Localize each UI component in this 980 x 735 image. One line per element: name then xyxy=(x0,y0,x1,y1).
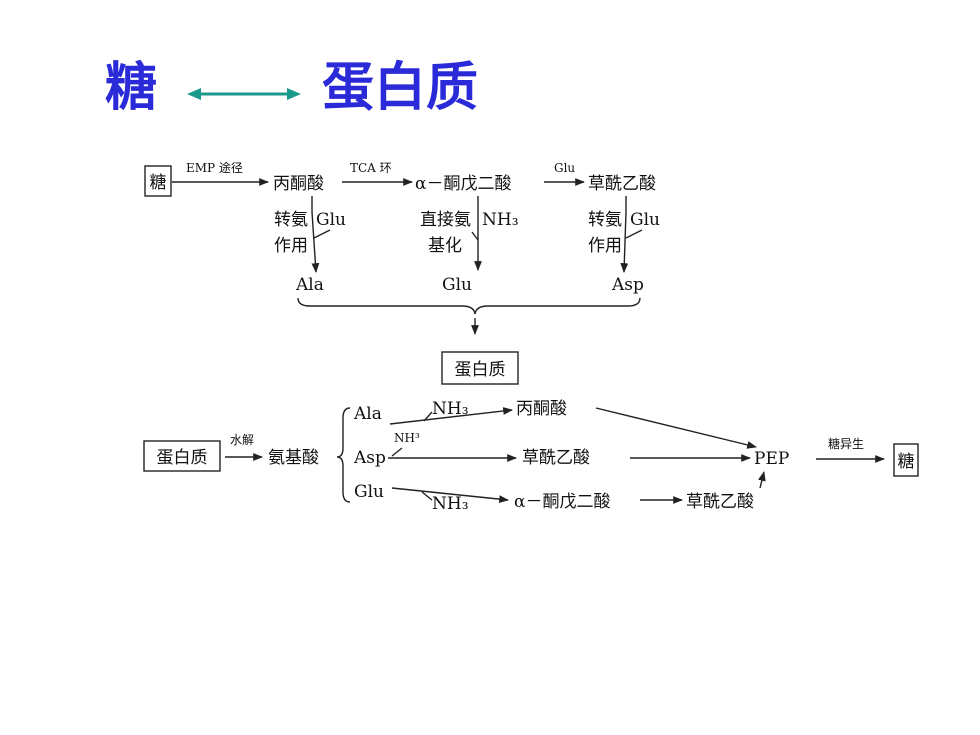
nh3-release-2 xyxy=(391,447,403,457)
nh3-label-3: NH₃ xyxy=(432,494,469,514)
oxaloacetate-label: 草酰乙酸 xyxy=(588,174,656,194)
glu-donor-left: Glu xyxy=(316,210,346,230)
glu-donor-right: Glu xyxy=(630,210,660,230)
nh3-release-3 xyxy=(421,491,433,501)
direct-amination-2: 基化 xyxy=(428,236,462,256)
transamination-left-2: 作用 xyxy=(274,236,308,256)
glu-to-akg-arrow xyxy=(391,487,509,503)
nh3-release-1 xyxy=(423,411,433,422)
asp-label-bottom: Asp xyxy=(353,448,386,468)
protein-box-bottom xyxy=(143,440,221,472)
ala-label-top: Ala xyxy=(295,275,324,295)
transamination-left-1: 转氨 xyxy=(274,210,308,230)
direct-amination-1: 直接氨 xyxy=(420,210,471,230)
sugar-box-bottom-label: 糖 xyxy=(898,452,915,472)
grouping-brace xyxy=(297,297,641,315)
glu-label-top: Glu xyxy=(442,275,472,295)
pyruvate-label: 丙酮酸 xyxy=(273,174,324,194)
gluconeogenesis-label: 糖异生 xyxy=(828,436,864,451)
hydrolysis-label: 水解 xyxy=(230,433,254,447)
pyruvate-to-pep-arrow xyxy=(595,407,757,449)
pep-label: PEP xyxy=(754,449,789,469)
double-arrow-icon xyxy=(187,88,301,100)
ala-to-pyruvate-arrow xyxy=(389,407,513,425)
asp-vertical-arrow xyxy=(620,196,629,273)
title-sugar: 糖 xyxy=(105,58,158,118)
akg-bottom-label: α－酮戊二酸 xyxy=(514,492,610,512)
nh3-hook xyxy=(471,231,479,241)
sugar-box-bottom xyxy=(893,443,919,477)
oxaloacetate2-to-pep-arrow xyxy=(758,471,766,489)
nh3-label-1: NH₃ xyxy=(432,399,469,419)
protein-box-bottom-label: 蛋白质 xyxy=(157,448,208,468)
akg-label: α－酮戊二酸 xyxy=(415,174,511,194)
ala-vertical-arrow xyxy=(311,196,320,273)
oxaloacetate-bottom-label-2: 草酰乙酸 xyxy=(686,492,754,512)
nh3-label-top: NH₃ xyxy=(482,210,519,230)
emp-label: EMP 途径 xyxy=(186,160,243,175)
asp-label-top: Asp xyxy=(611,275,644,295)
amino-acid-brace xyxy=(336,407,351,503)
sugar-box-label: 糖 xyxy=(150,173,167,193)
oxaloacetate-bottom-label-1: 草酰乙酸 xyxy=(522,448,590,468)
title-protein: 蛋白质 xyxy=(322,58,479,118)
sugar-box xyxy=(144,165,172,197)
protein-box-top xyxy=(441,351,519,385)
glu-arrow-label: Glu xyxy=(554,161,575,175)
transamination-right-1: 转氨 xyxy=(588,210,622,230)
nh3-label-2: NH³ xyxy=(394,431,420,445)
protein-box-top-label: 蛋白质 xyxy=(455,360,506,380)
ala-label-bottom: Ala xyxy=(353,404,382,424)
glu-donor-hook-right xyxy=(625,229,643,239)
glu-label-bottom: Glu xyxy=(354,482,384,502)
glu-donor-hook-left xyxy=(313,229,331,239)
amino-acids-label: 氨基酸 xyxy=(268,448,319,468)
tca-label: TCA 环 xyxy=(350,161,392,175)
transamination-right-2: 作用 xyxy=(588,236,622,256)
pyruvate-bottom-label: 丙酮酸 xyxy=(516,399,567,419)
